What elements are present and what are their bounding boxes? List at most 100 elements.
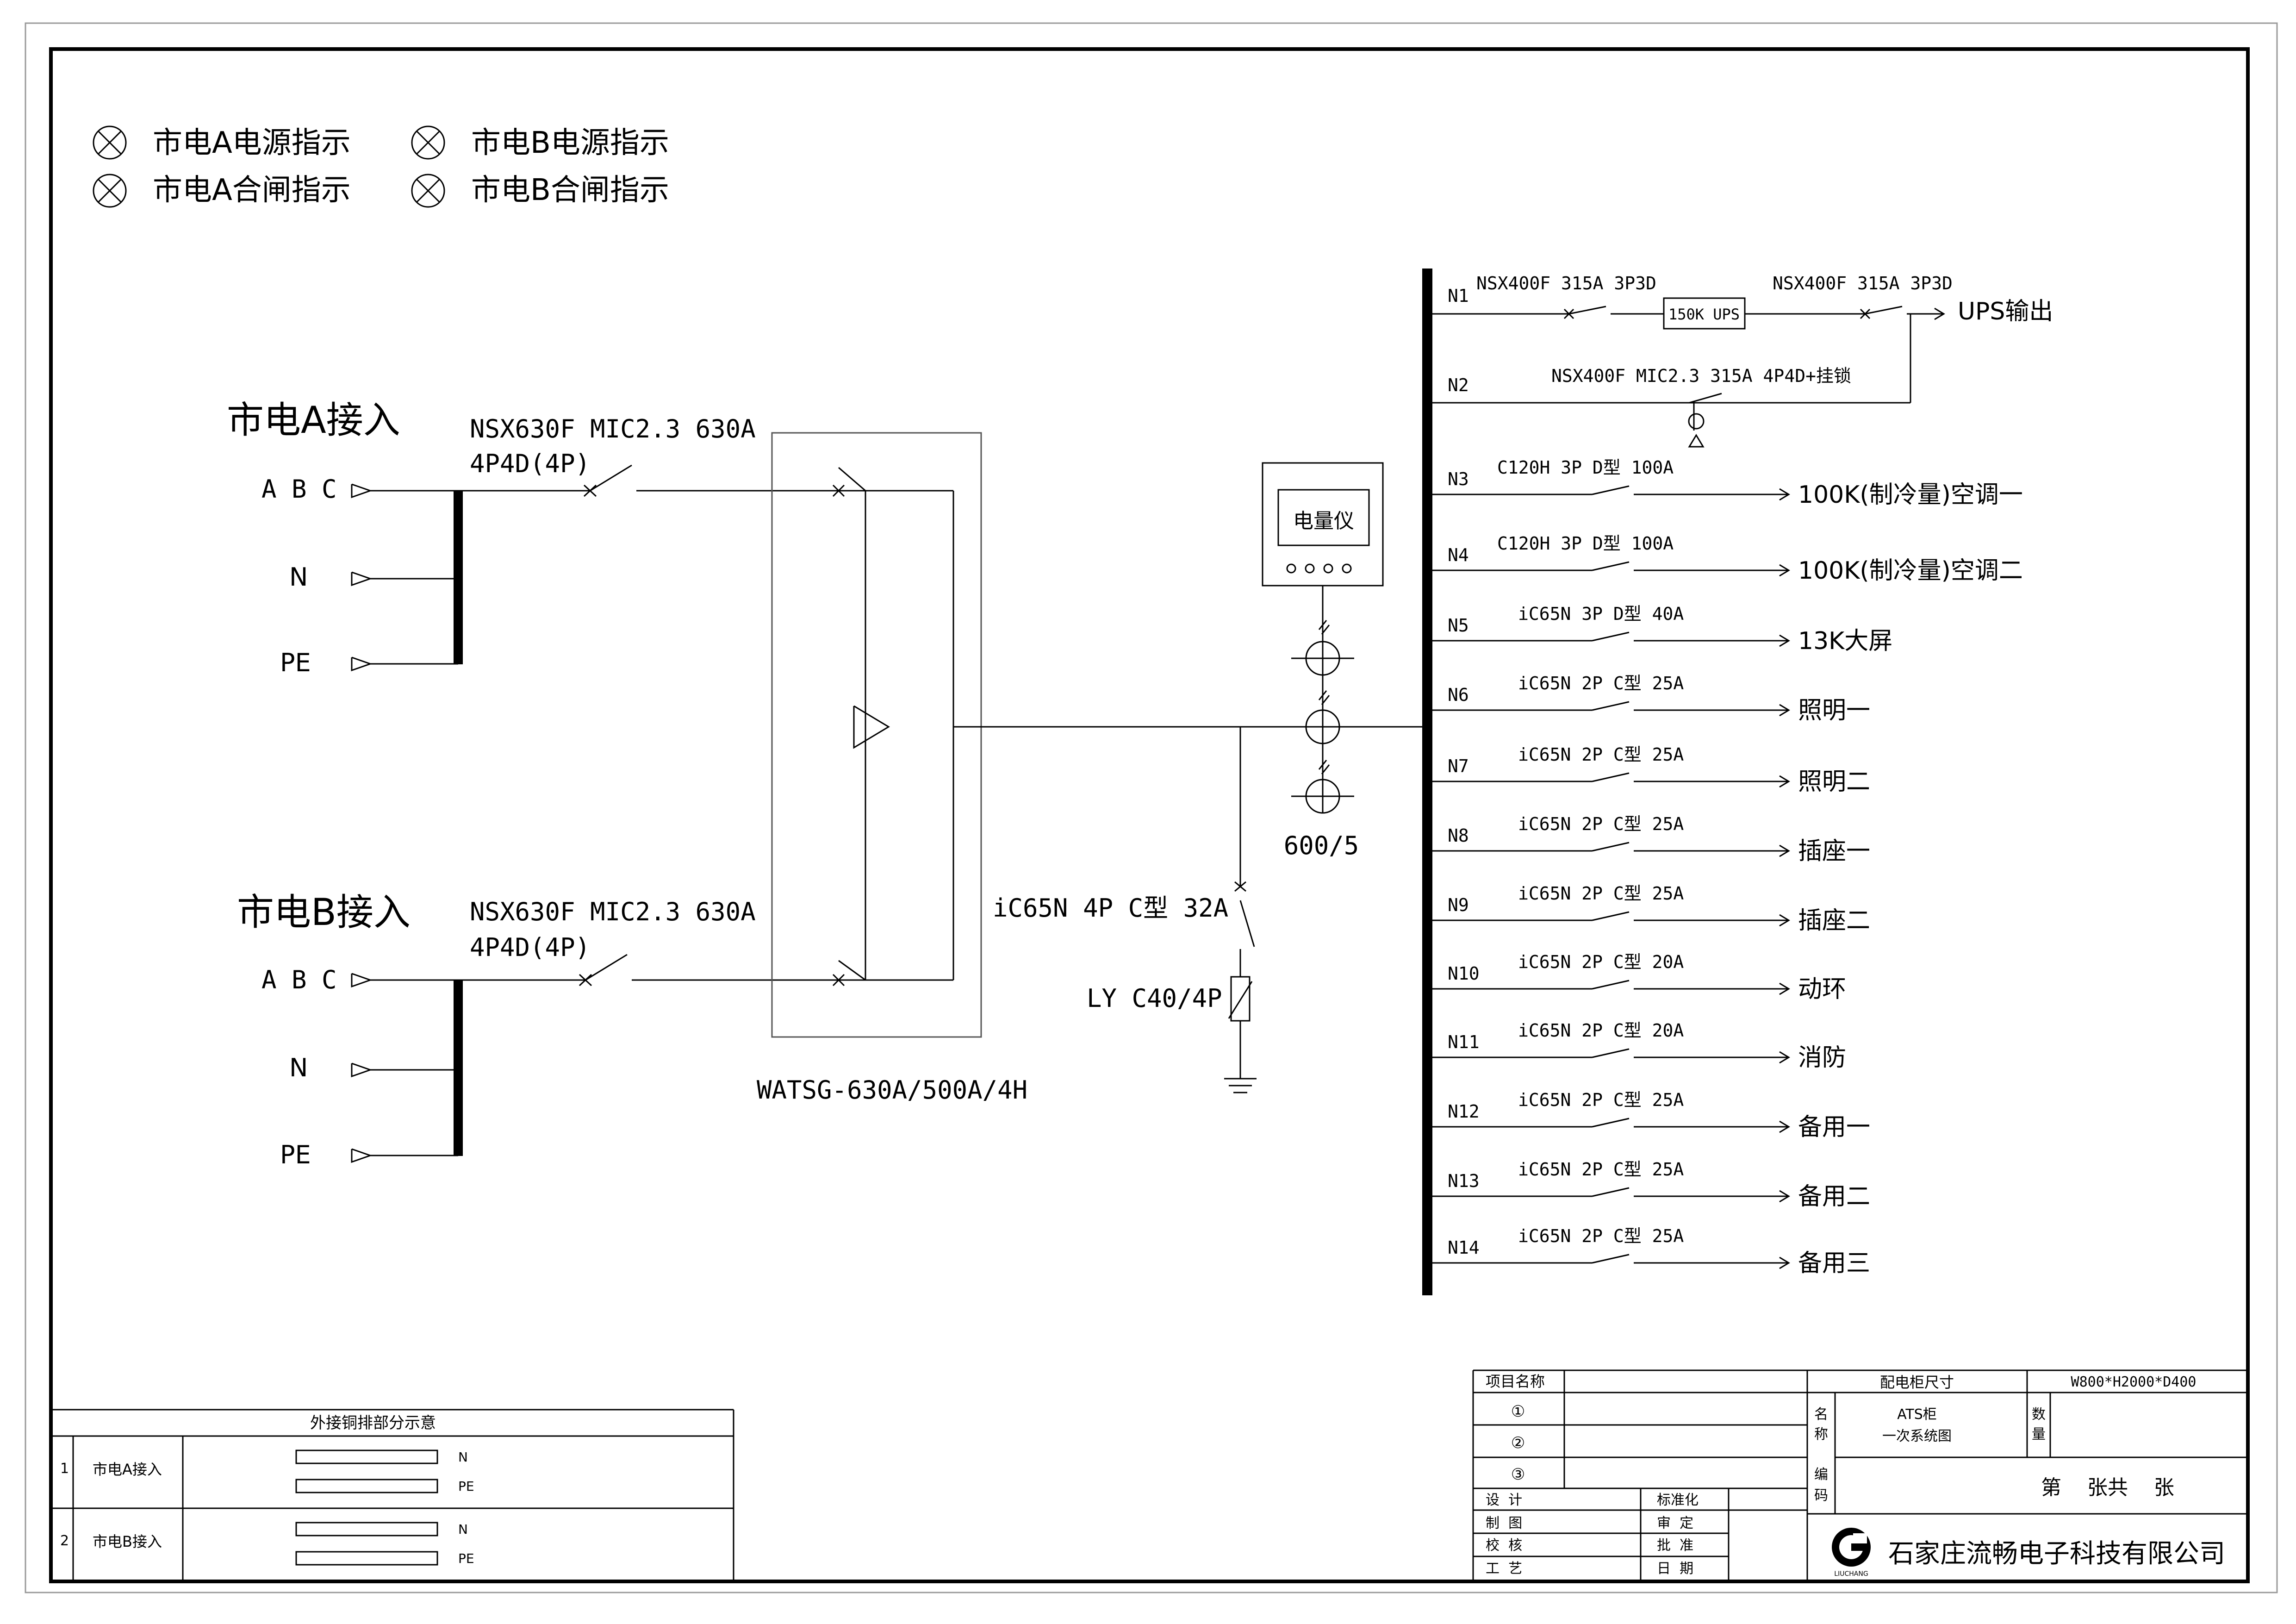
breaker-contact-icon — [1592, 980, 1630, 990]
copper-bar-pe — [295, 1551, 438, 1566]
source-b-phase-label: A B C — [261, 965, 337, 994]
output-arrow-icon — [1779, 634, 1790, 647]
feeder-breaker-label: C120H 3P D型 100A — [1497, 533, 1674, 554]
code-label-char: 码 — [1814, 1487, 1828, 1504]
ups-circuit: N1 NSX400F 315A 3P3D NSX400F 315A 3P3D 1… — [1432, 273, 2053, 448]
breaker-contact-icon — [1592, 485, 1630, 495]
copper-bar-table — [52, 1409, 734, 1581]
breaker-contact-icon — [1592, 631, 1630, 642]
copper-row-number: 1 — [60, 1461, 69, 1477]
copper-bar-label: PE — [458, 1551, 474, 1566]
feeder-breaker-label: iC65N 2P C型 25A — [1518, 1159, 1684, 1180]
output-arrow-icon — [1779, 1120, 1790, 1133]
source-b-incoming: 市电B接入 NSX630F MIC2.3 630A 4P4D(4P) A B C… — [237, 891, 838, 1169]
indicator-lamp-icon — [411, 125, 445, 160]
feeder-load-label: 备用一 — [1798, 1113, 1870, 1141]
output-busbar — [1422, 269, 1432, 1295]
source-b-breaker-poles: 4P4D(4P) — [470, 933, 590, 962]
feeder-id: N10 — [1448, 963, 1480, 984]
output-arrow-icon — [1779, 982, 1790, 995]
copper-bar-pe — [295, 1479, 438, 1493]
feeder-load-label: 备用二 — [1798, 1183, 1870, 1211]
source-a-title: 市电A接入 — [227, 399, 400, 442]
sign-left: 校 核 — [1486, 1537, 1522, 1554]
indicator-lamp-icon — [411, 174, 445, 208]
feeder-breaker-label: iC65N 2P C型 20A — [1518, 1020, 1684, 1041]
source-a-incoming: 市电A接入 NSX630F MIC2.3 630A 4P4D(4P) A B C… — [227, 399, 838, 677]
sign-right: 标准化 — [1657, 1492, 1699, 1508]
feeder-load-label: 备用三 — [1798, 1249, 1870, 1277]
power-meter: 电量仪 600/5 — [1262, 462, 1384, 860]
source-b-breaker-model: NSX630F MIC2.3 630A — [470, 897, 756, 926]
meter-button-icon — [1323, 563, 1333, 574]
breaker-contact-icon — [1592, 701, 1630, 711]
source-a-busbar — [454, 491, 463, 664]
feeder-load-label: 照明一 — [1798, 697, 1870, 725]
output-arrow-icon — [1934, 307, 1945, 320]
feeder-id: N7 — [1448, 756, 1469, 776]
source-b-title: 市电B接入 — [237, 891, 411, 934]
indicator-lamp-icon — [93, 125, 127, 160]
source-a-n-label: N — [289, 562, 308, 592]
terminal-arrow-icon — [351, 1062, 373, 1078]
qty-label-char: 数 — [2032, 1406, 2046, 1423]
feeder-breaker-label: iC65N 2P C型 25A — [1518, 744, 1684, 765]
source-a-breaker-model: NSX630F MIC2.3 630A — [470, 414, 756, 443]
logo-text: LIUCHANG — [1834, 1570, 1868, 1578]
output-arrow-icon — [1779, 1051, 1790, 1064]
feeder-id: N5 — [1448, 615, 1469, 636]
output-arrow-icon — [1779, 775, 1790, 788]
sign-right: 审 定 — [1657, 1515, 1693, 1531]
feeder-breaker-label: iC65N 3P D型 40A — [1518, 604, 1684, 624]
ups-output-breaker-label: NSX400F 315A 3P3D — [1773, 273, 1953, 294]
terminal-arrow-icon — [351, 571, 373, 587]
sign-left: 制 图 — [1486, 1515, 1522, 1531]
sign-left: 工 艺 — [1486, 1561, 1522, 1577]
feeder-load-label: 100K(制冷量)空调一 — [1798, 481, 2023, 509]
copper-bar-n — [295, 1522, 438, 1537]
output-arrow-icon — [1779, 488, 1790, 501]
feeder-id: N11 — [1448, 1032, 1480, 1052]
output-arrow-icon — [1779, 914, 1790, 927]
copper-bar-label: N — [458, 1522, 468, 1537]
drawing-name-2: 一次系统图 — [1882, 1428, 1952, 1444]
copper-bar-n — [295, 1449, 438, 1464]
feeder-id: N3 — [1448, 469, 1469, 489]
spd-model-label: LY C40/4P — [1087, 984, 1222, 1013]
meter-button-icon — [1342, 563, 1352, 574]
ups-input-breaker-label: NSX400F 315A 3P3D — [1476, 273, 1656, 294]
source-b-pe-label: PE — [280, 1140, 311, 1169]
feeder-load-label: 插座二 — [1798, 907, 1870, 935]
feeder-breaker-label: iC65N 2P C型 25A — [1518, 673, 1684, 693]
meter-button-icon — [1286, 563, 1296, 574]
copper-table-title: 外接铜排部分示意 — [310, 1414, 436, 1432]
feeder-breaker-label: iC65N 2P C型 25A — [1518, 1090, 1684, 1110]
breaker-contact-icon — [1592, 772, 1630, 782]
company-name: 石家庄流畅电子科技有限公司 — [1888, 1539, 2225, 1569]
project-item: ③ — [1511, 1465, 1525, 1484]
feeder-load-label: 消防 — [1798, 1044, 1846, 1072]
ct-ratio-label: 600/5 — [1284, 831, 1359, 860]
project-item: ② — [1511, 1434, 1525, 1452]
project-label: 项目名称 — [1486, 1373, 1545, 1390]
meter-label: 电量仪 — [1293, 509, 1354, 533]
meter-button-icon — [1305, 563, 1315, 574]
breaker-contact-icon — [1592, 1187, 1630, 1197]
indicator-label-a-close: 市电A合闸指示 — [153, 173, 351, 207]
project-item: ① — [1511, 1402, 1525, 1421]
feeder-breaker-label: iC65N 2P C型 25A — [1518, 883, 1684, 904]
outer-border — [25, 22, 2278, 1593]
drawing-name-1: ATS柜 — [1897, 1406, 1937, 1423]
terminal-arrow-icon — [351, 483, 373, 499]
feeder-id: N14 — [1448, 1237, 1480, 1258]
source-b-n-label: N — [289, 1053, 308, 1082]
feeder-load-label: 插座一 — [1798, 837, 1870, 865]
feeder-breaker-label: C120H 3P D型 100A — [1497, 457, 1674, 478]
copper-row-name: 市电A接入 — [93, 1461, 162, 1478]
